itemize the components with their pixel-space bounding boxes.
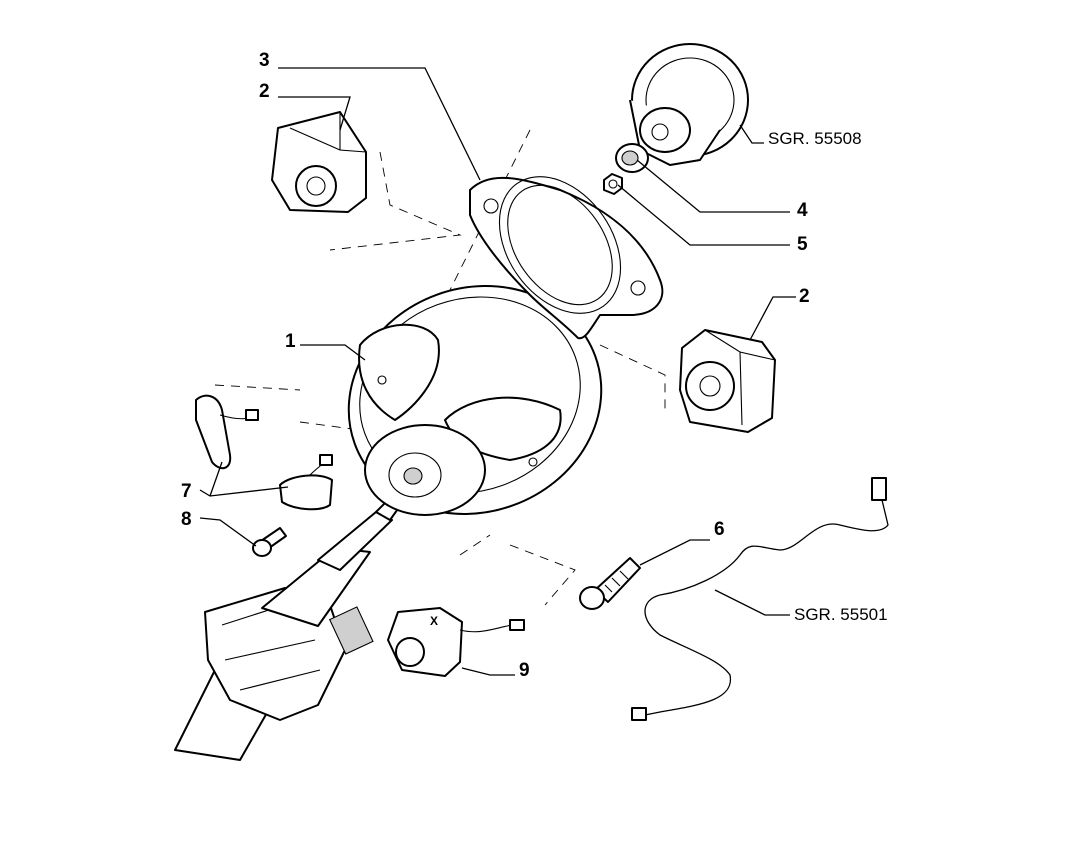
reference-sgr-55501: SGR. 55501: [794, 605, 888, 624]
label-part-6: 6: [714, 519, 725, 540]
paddle-switch-left: [195, 394, 259, 470]
label-part-3: 3: [259, 50, 270, 71]
steering-wheel: [347, 285, 603, 516]
label-part-2-upper: 2: [259, 81, 270, 102]
label-part-7: 7: [181, 481, 192, 502]
wiring-harness: [631, 477, 889, 721]
label-part-9: 9: [519, 660, 530, 681]
leader-lines: [199, 67, 796, 676]
clock-spring-unit: [629, 43, 749, 166]
label-part-5: 5: [797, 234, 808, 255]
switch-module-right: [679, 329, 776, 433]
ring-part-4: [615, 143, 649, 173]
paddle-switch-right: [279, 454, 333, 511]
reference-sgr-55508: SGR. 55508: [768, 129, 862, 148]
label-part-8: 8: [181, 509, 192, 530]
steering-column: [174, 499, 401, 761]
switch-marking: X: [430, 614, 438, 628]
steering-wheel-cover: [469, 176, 664, 340]
switch-part-9: [387, 607, 525, 677]
label-part-2-right: 2: [799, 286, 810, 307]
label-part-4: 4: [797, 200, 808, 221]
nut-part-5: [603, 173, 623, 195]
bolt-part-6: [579, 557, 641, 610]
screw-part-8: [252, 527, 287, 557]
label-part-1: 1: [285, 331, 296, 352]
switch-module-upper: [271, 111, 367, 213]
